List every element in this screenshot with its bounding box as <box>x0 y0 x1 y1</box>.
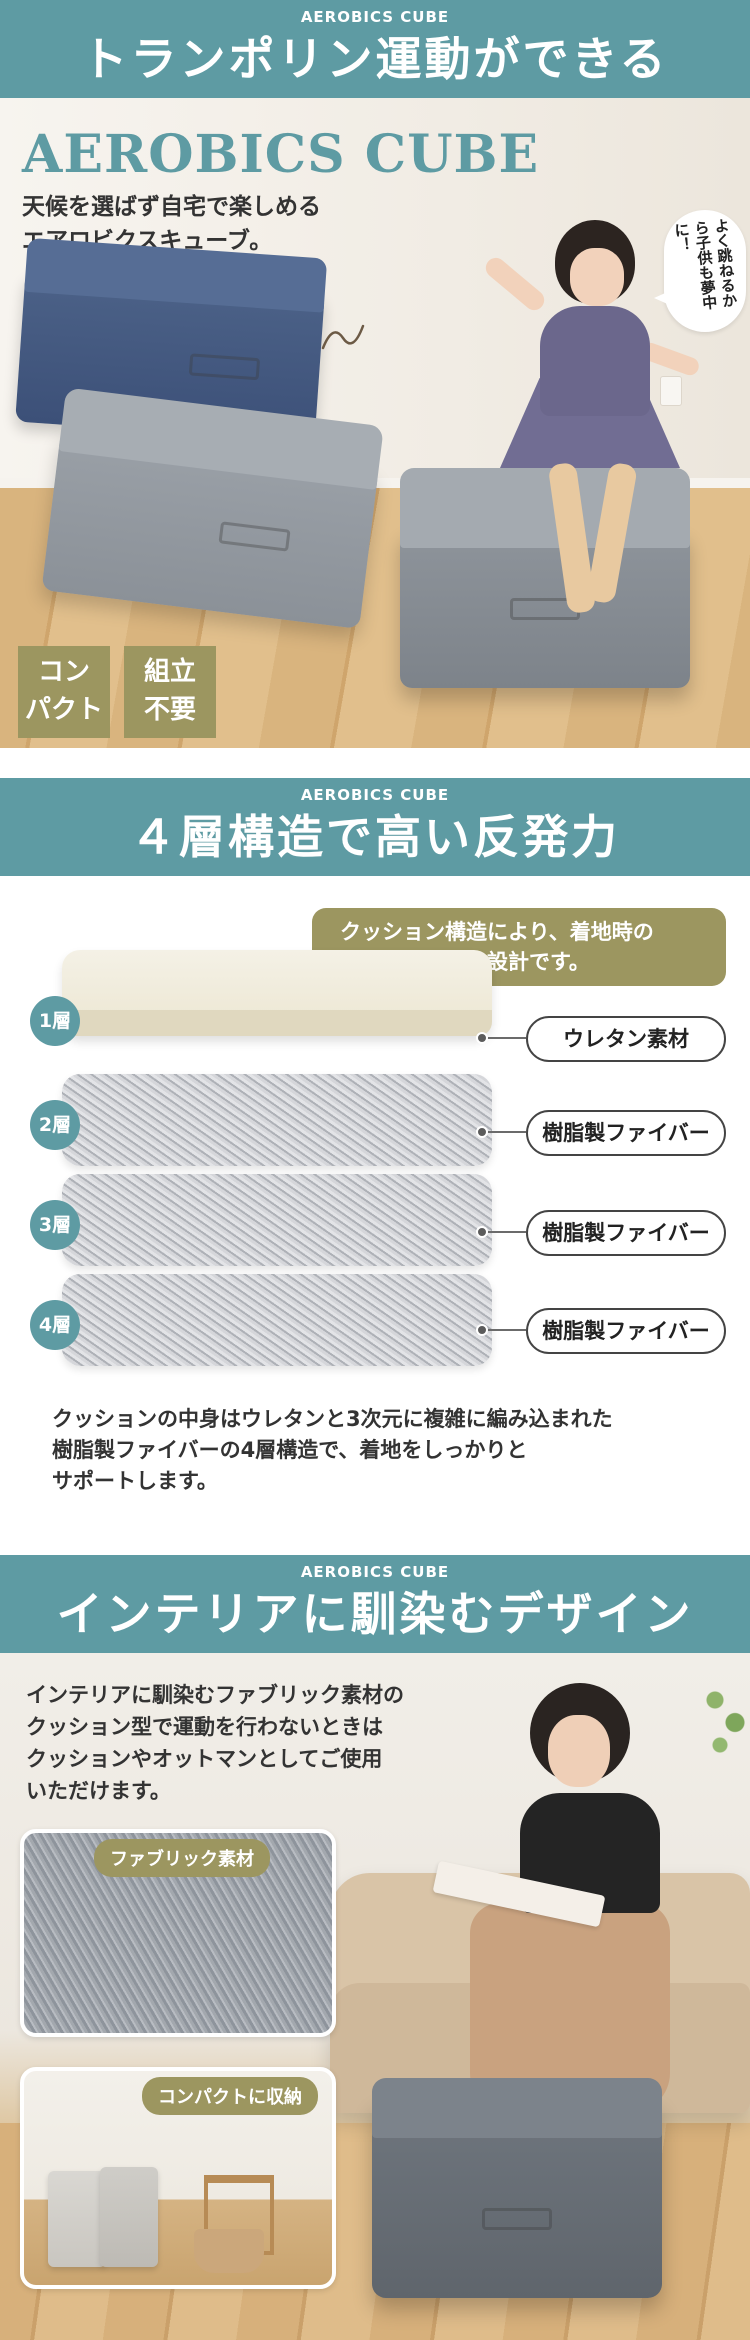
speech-bubble: よく跳ねるから子供も夢中に！ <box>654 210 746 332</box>
speech-bubble-text: よく跳ねるから子供も夢中に！ <box>671 217 739 311</box>
layer-1-leader-line <box>486 1037 526 1039</box>
layer-4-fiber-image <box>62 1274 492 1366</box>
layer-3-dot <box>476 1226 488 1238</box>
section2-title: ４層構造で高い反発力 <box>130 810 620 864</box>
section2-body-line2: 樹脂製ファイバーの4層構造で、着地をしっかりと <box>52 1438 528 1462</box>
layer-2-fiber-image <box>62 1074 492 1166</box>
section1-kicker: AEROBICS CUBE <box>300 8 450 26</box>
section3-lead-line4: いただけます。 <box>26 1779 171 1803</box>
child-face <box>570 248 624 306</box>
layer-4-material-label: 樹脂製ファイバー <box>526 1308 726 1354</box>
tag-no-assembly: 組立 不要 <box>124 646 216 738</box>
layer-2-number-badge: 2層 <box>30 1100 80 1150</box>
section3-banner: AEROBICS CUBE インテリアに馴染むデザイン <box>0 1555 750 1653</box>
brand-logo-text: AEROBICS CUBE <box>22 124 540 185</box>
layer-3-leader-line <box>486 1231 526 1233</box>
navy-cube-handle <box>188 353 261 381</box>
section3-lead: インテリアに馴染むファブリック素材の クッション型で運動を行わないときは クッシ… <box>26 1679 516 1807</box>
layer-2-leader-line <box>486 1131 526 1133</box>
layer-3-material-label: 樹脂製ファイバー <box>526 1210 726 1256</box>
section1-hero: AEROBICS CUBE 天候を選ばず自宅で楽しめる エアロビクスキューブ。 … <box>0 98 750 748</box>
section2-banner: AEROBICS CUBE ４層構造で高い反発力 <box>0 778 750 876</box>
jumping-cube-top <box>400 468 690 548</box>
jumping-cube-image <box>400 468 690 688</box>
section3-kicker: AEROBICS CUBE <box>300 1563 450 1581</box>
layer-1-side <box>62 1010 492 1036</box>
layer-1-material-label: ウレタン素材 <box>526 1016 726 1062</box>
section1-title: トランポリン運動ができる <box>81 32 669 86</box>
layer-3-number-badge: 3層 <box>30 1200 80 1250</box>
section3-interior: インテリアに馴染むファブリック素材の クッション型で運動を行わないときは クッシ… <box>0 1653 750 2340</box>
layer-4-leader-line <box>486 1329 526 1331</box>
section3-lead-line1: インテリアに馴染むファブリック素材の <box>26 1683 404 1707</box>
wall-outlet <box>660 376 682 406</box>
section2-kicker: AEROBICS CUBE <box>300 786 450 804</box>
section2-body: クッションの中身はウレタンと3次元に複雑に編み込まれた 樹脂製ファイバーの4層構… <box>52 1404 732 1497</box>
layer-3-fiber-image <box>62 1174 492 1266</box>
section2-body-line3: サポートします。 <box>52 1469 218 1493</box>
squiggle-icon <box>321 324 365 350</box>
woman-face <box>548 1715 610 1787</box>
layer-4-number-badge: 4層 <box>30 1300 80 1350</box>
layer-1-urethane-image <box>62 950 492 1036</box>
layer-4-dot <box>476 1324 488 1336</box>
layer-1-number-badge: 1層 <box>30 996 80 1046</box>
gray-cube-handle <box>218 521 291 552</box>
section1-banner: AEROBICS CUBE トランポリン運動ができる <box>0 0 750 98</box>
layer-2-dot <box>476 1126 488 1138</box>
section2-layers: クッション構造により、着地時の 衝撃を緩和する設計です。 1層 2層 3層 4層… <box>0 876 750 1526</box>
plant-leaves <box>700 1673 750 1763</box>
stacked-cube-2 <box>100 2167 158 2267</box>
callout-line1: クッション構造により、着地時の <box>340 920 654 944</box>
ottoman-cube-handle <box>482 2208 552 2230</box>
layer-1-dot <box>476 1032 488 1044</box>
tag-compact: コン パクト <box>18 646 110 738</box>
child-body <box>540 306 650 416</box>
ottoman-cube-top <box>372 2078 662 2138</box>
ottoman-cube-image <box>372 2078 662 2298</box>
stacked-cube-1 <box>48 2171 106 2267</box>
section3-lead-line2: クッション型で運動を行わないときは <box>26 1715 383 1739</box>
section3-lead-line3: クッションやオットマンとしてご使用 <box>26 1747 383 1771</box>
layer-2-material-label: 樹脂製ファイバー <box>526 1110 726 1156</box>
storage-label: コンパクトに収納 <box>142 2077 318 2115</box>
section1-lead-line1: 天候を選ばず自宅で楽しめる <box>22 194 321 220</box>
basket <box>194 2229 264 2273</box>
section3-title: インテリアに馴染むデザイン <box>56 1587 694 1641</box>
section2-body-line1: クッションの中身はウレタンと3次元に複雑に編み込まれた <box>52 1407 613 1431</box>
fabric-label: ファブリック素材 <box>94 1839 270 1877</box>
